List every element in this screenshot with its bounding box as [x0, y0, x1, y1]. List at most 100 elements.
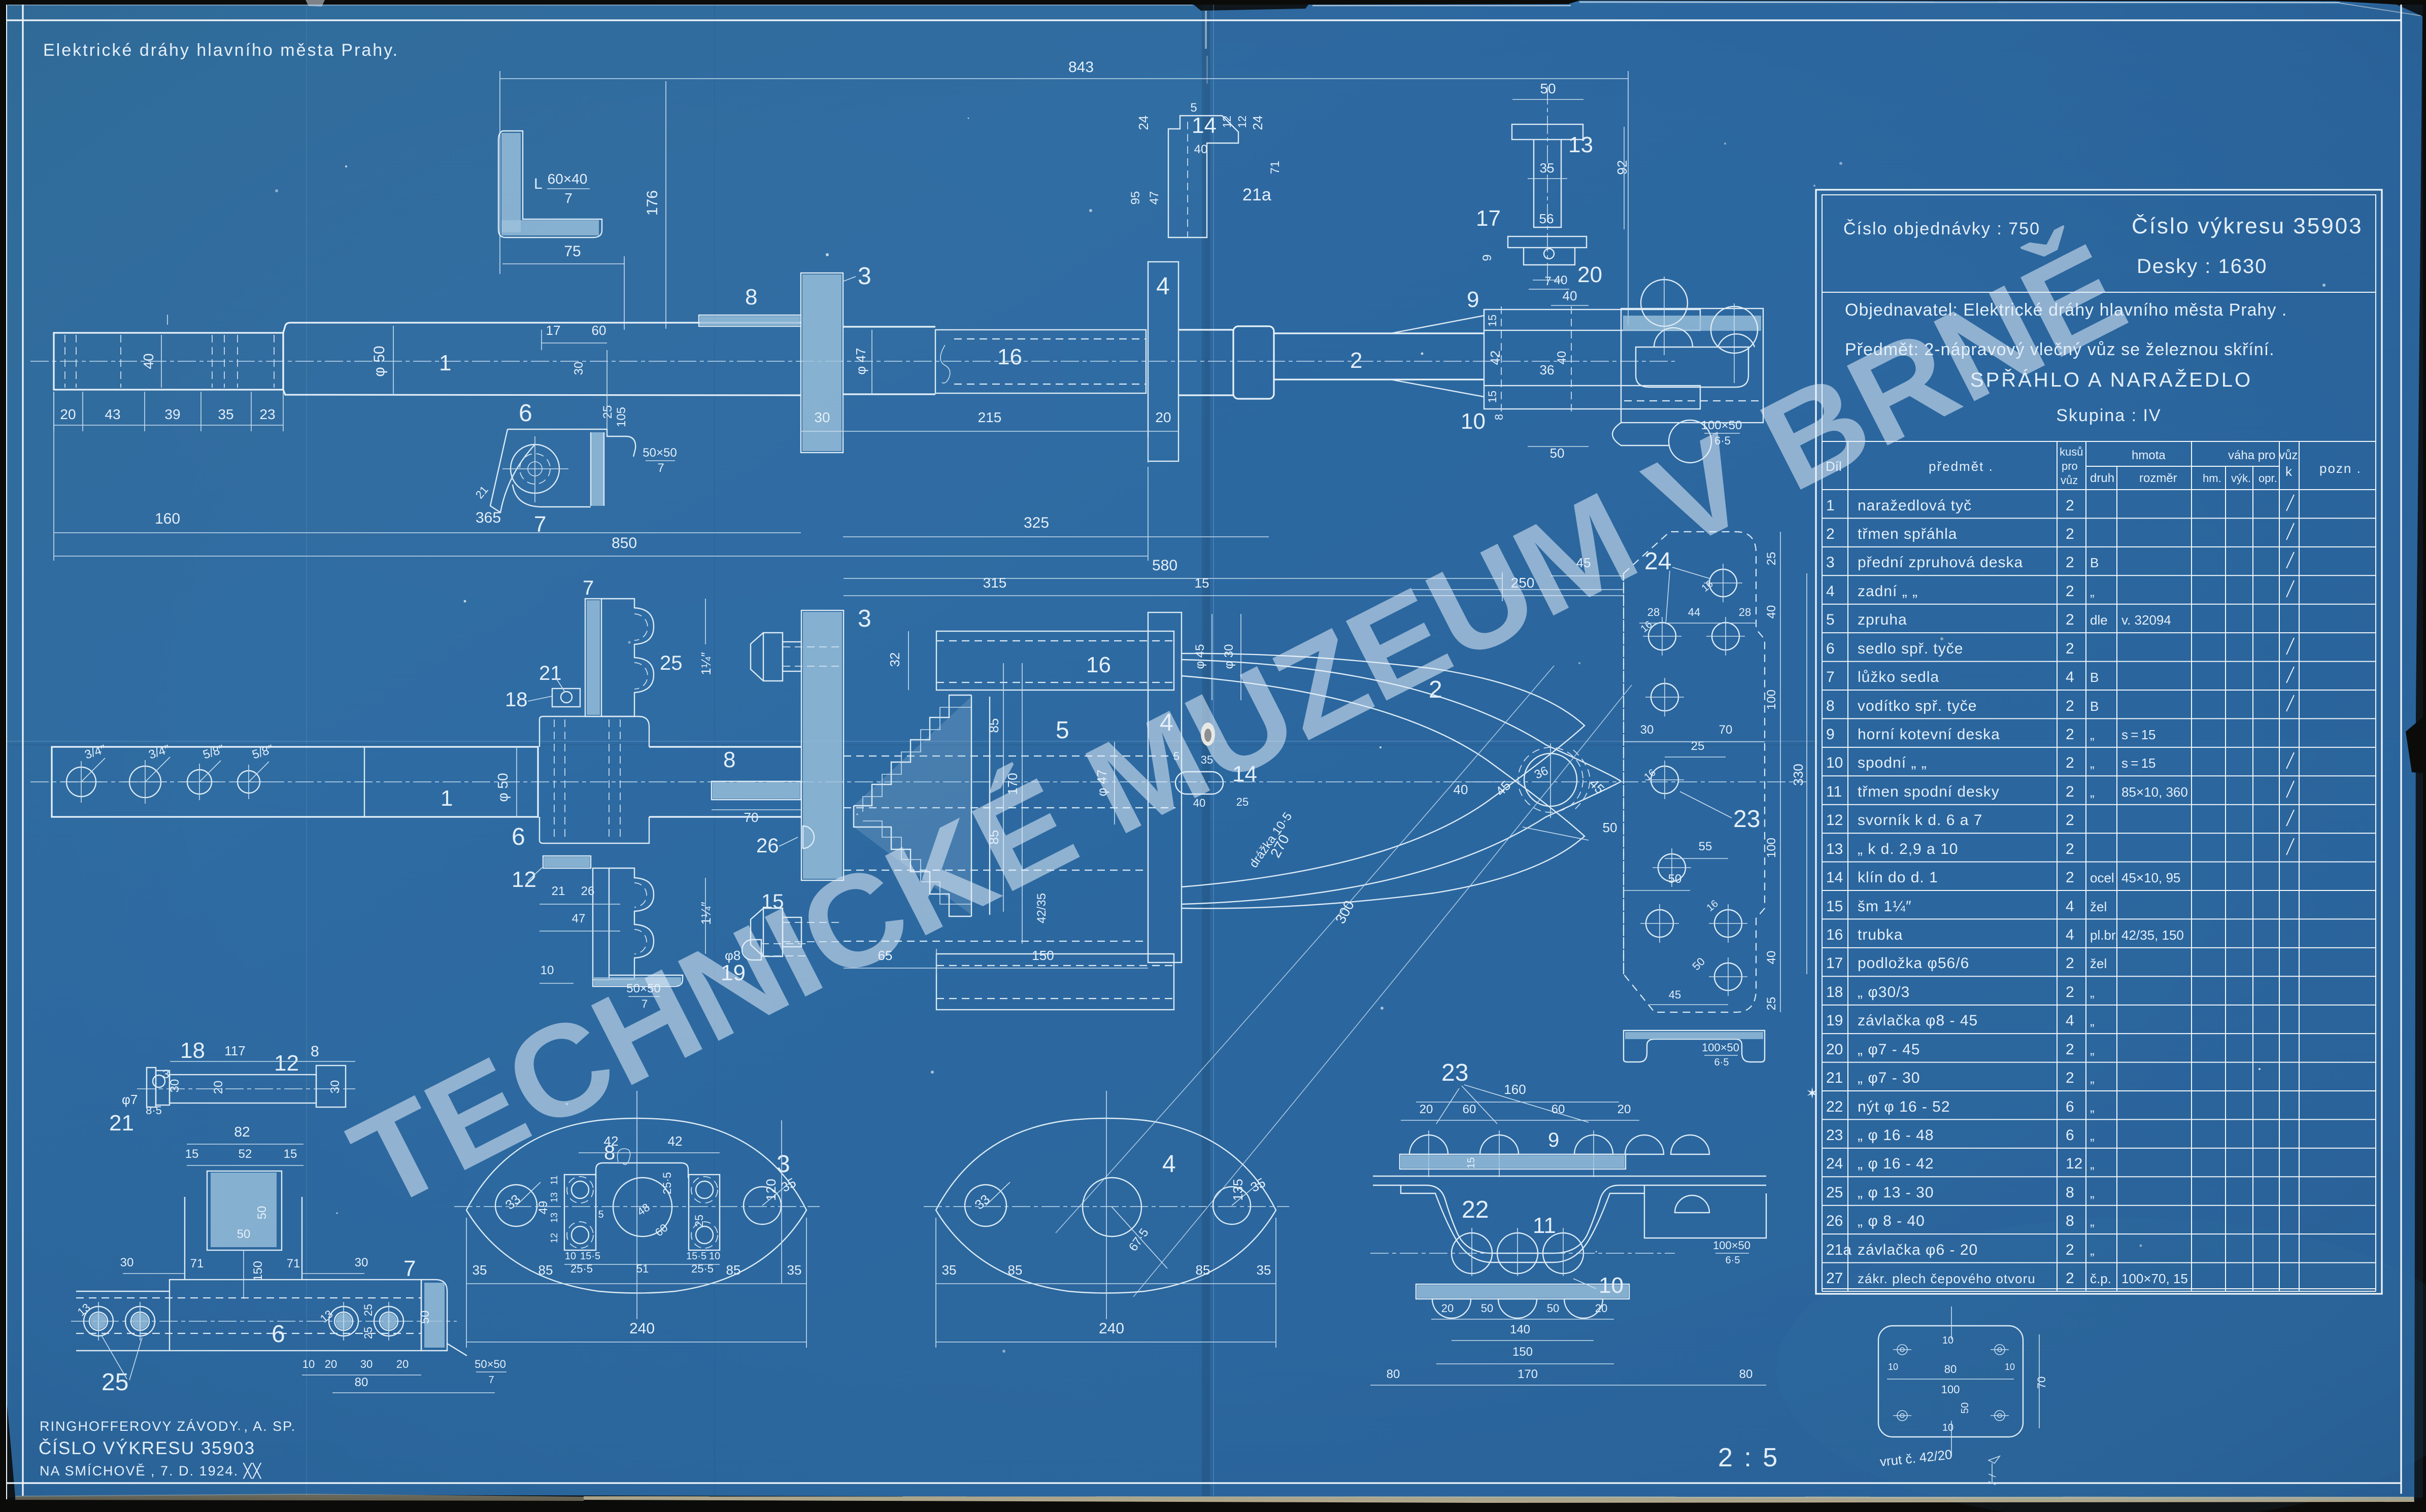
- svg-text:50: 50: [1668, 872, 1682, 886]
- svg-text:80: 80: [355, 1376, 368, 1389]
- svg-text:240: 240: [629, 1320, 655, 1337]
- svg-text:2: 2: [1350, 348, 1362, 373]
- svg-text:4: 4: [2066, 1012, 2074, 1029]
- svg-text:s = 15: s = 15: [2121, 727, 2156, 742]
- svg-text:4: 4: [1826, 583, 1835, 600]
- svg-text:27: 27: [1826, 1270, 1843, 1287]
- svg-text:pozn .: pozn .: [2319, 461, 2362, 476]
- svg-text:4: 4: [2066, 669, 2074, 685]
- svg-text:50: 50: [1481, 1302, 1493, 1315]
- svg-text:25: 25: [362, 1304, 375, 1316]
- svg-text:843: 843: [1068, 59, 1094, 76]
- svg-text:60: 60: [1552, 1103, 1565, 1116]
- svg-text:52: 52: [239, 1147, 252, 1161]
- svg-text:10: 10: [2005, 1362, 2015, 1372]
- svg-text:✶: ✶: [1806, 1085, 1818, 1102]
- svg-text:5: 5: [598, 1209, 603, 1220]
- svg-text:2: 2: [2066, 554, 2074, 571]
- svg-text:12: 12: [549, 1233, 559, 1243]
- svg-text:7: 7: [488, 1374, 494, 1386]
- svg-text:φ 30: φ 30: [1222, 644, 1236, 669]
- svg-text:40: 40: [1194, 143, 1208, 156]
- svg-text:30: 30: [355, 1256, 368, 1269]
- svg-text:8: 8: [311, 1043, 319, 1060]
- svg-text:Číslo výkresu 35903: Číslo výkresu 35903: [2132, 213, 2363, 238]
- svg-text:pl.br.: pl.br.: [2090, 927, 2118, 943]
- svg-text:2: 2: [2066, 783, 2074, 800]
- svg-text:25: 25: [1236, 796, 1249, 808]
- svg-text:18: 18: [180, 1038, 205, 1063]
- svg-text:sedlo spř. tyče: sedlo spř. tyče: [1858, 640, 1963, 657]
- svg-text:20: 20: [212, 1081, 225, 1094]
- svg-text:21: 21: [552, 884, 565, 898]
- svg-text:30: 30: [168, 1079, 182, 1093]
- svg-text:15: 15: [1486, 391, 1499, 403]
- svg-text:18: 18: [1826, 984, 1843, 1001]
- svg-text:10: 10: [541, 964, 554, 977]
- svg-text:druh: druh: [2090, 471, 2114, 485]
- svg-text:50: 50: [1540, 81, 1556, 96]
- svg-text:20: 20: [1420, 1103, 1433, 1116]
- svg-text:60: 60: [592, 323, 606, 338]
- svg-text:17: 17: [1476, 206, 1501, 231]
- svg-text:60: 60: [1463, 1103, 1476, 1116]
- svg-text:„ φ 8 - 40: „ φ 8 - 40: [1858, 1213, 1925, 1229]
- svg-text:14: 14: [1232, 762, 1257, 786]
- svg-text:21: 21: [1826, 1070, 1843, 1086]
- svg-text:13: 13: [1826, 841, 1843, 857]
- svg-text:14: 14: [1192, 113, 1217, 138]
- svg-text:„ φ7 - 30: „ φ7 - 30: [1858, 1070, 1920, 1086]
- svg-text:30: 30: [360, 1358, 373, 1370]
- svg-text:2: 2: [2066, 869, 2074, 886]
- svg-text:85: 85: [538, 1262, 553, 1278]
- svg-text:10: 10: [1888, 1362, 1898, 1372]
- svg-text:12: 12: [512, 867, 536, 892]
- svg-text:50: 50: [237, 1227, 251, 1241]
- svg-text:naražedlová tyč: naražedlová tyč: [1858, 497, 1972, 514]
- svg-text:25: 25: [102, 1369, 128, 1396]
- svg-text:20: 20: [1618, 1103, 1631, 1116]
- svg-text:40: 40: [1765, 951, 1778, 965]
- svg-text:25: 25: [1826, 1184, 1843, 1201]
- svg-text:13: 13: [549, 1213, 559, 1223]
- svg-text:10: 10: [1461, 409, 1486, 434]
- svg-text:35: 35: [787, 1262, 802, 1278]
- svg-text:třmen spřáhla: třmen spřáhla: [1858, 526, 1957, 542]
- svg-text:24: 24: [1644, 548, 1671, 575]
- svg-text:ČÍSLO VÝKRESU 35903: ČÍSLO VÝKRESU 35903: [39, 1438, 255, 1458]
- svg-text:2: 2: [2066, 640, 2074, 657]
- svg-text:70: 70: [744, 810, 759, 825]
- svg-text:40: 40: [141, 353, 156, 369]
- svg-text:20: 20: [60, 406, 76, 422]
- svg-text:2: 2: [2066, 754, 2074, 771]
- svg-text:30: 30: [328, 1080, 342, 1094]
- svg-text:25: 25: [1765, 552, 1778, 566]
- svg-text:7: 7: [642, 998, 648, 1010]
- svg-text:71: 71: [1268, 161, 1282, 175]
- svg-text:Díl: Díl: [1826, 459, 1842, 474]
- svg-text:Elektrické dráhy hlavního měst: Elektrické dráhy hlavního města Prahy.: [43, 41, 399, 60]
- svg-text:3: 3: [858, 263, 871, 290]
- svg-text:20: 20: [325, 1358, 337, 1370]
- svg-text:10: 10: [709, 1251, 720, 1262]
- svg-text:40: 40: [1563, 288, 1577, 303]
- svg-text:95: 95: [1129, 191, 1142, 205]
- svg-text:φ 47: φ 47: [1094, 769, 1109, 796]
- svg-text:2: 2: [2066, 497, 2074, 514]
- svg-text:20: 20: [1441, 1302, 1454, 1315]
- svg-text:30: 30: [572, 362, 586, 375]
- svg-text:2: 2: [2066, 841, 2074, 857]
- svg-text:„: „: [2090, 1156, 2095, 1172]
- svg-text:2: 2: [2066, 955, 2074, 972]
- svg-text:6·5: 6·5: [1714, 434, 1731, 447]
- svg-text:50: 50: [1603, 820, 1618, 835]
- svg-text:120: 120: [763, 1179, 779, 1200]
- svg-text:„ k d. 2,9 a 10: „ k d. 2,9 a 10: [1858, 841, 1958, 857]
- svg-text:zadní „ „: zadní „ „: [1858, 583, 1918, 600]
- svg-text:2: 2: [2066, 583, 2074, 600]
- svg-text:35: 35: [1540, 160, 1555, 176]
- svg-text:325: 325: [1024, 514, 1049, 531]
- svg-text:7: 7: [1544, 274, 1551, 288]
- svg-text:pro: pro: [2062, 460, 2078, 472]
- svg-text:6: 6: [519, 400, 532, 427]
